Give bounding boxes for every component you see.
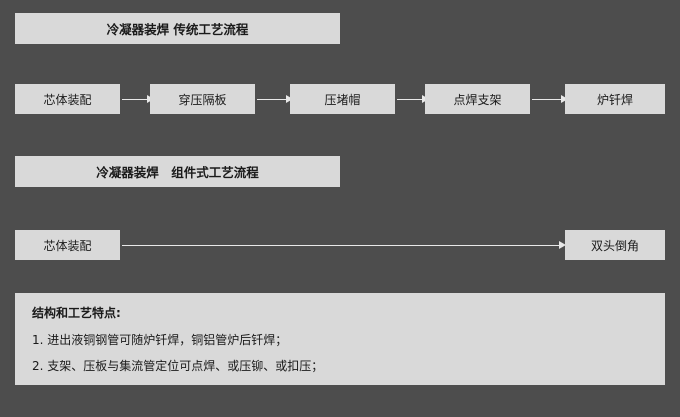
modular-flow-title: 冷凝器装焊 组件式工艺流程 [15,156,340,187]
modular-flow-step-core-assembly: 芯体装配 [15,230,120,260]
notes-line-2: 2. 支架、压板与集流管定位可点焊、或压铆、或扣压； [32,359,324,373]
modular-flow-step-double-end-chamfer: 双头倒角 [565,230,665,260]
traditional-flow-step-spot-weld-bracket: 点焊支架 [425,84,530,114]
arrow-right-icon [397,95,429,103]
traditional-flow-step-furnace-brazing: 炉钎焊 [565,84,665,114]
notes-line-1: 1. 进出液铜钢管可随炉钎焊，铜铝管炉后钎焊； [32,332,288,347]
arrow-right-icon [122,241,566,249]
arrow-right-icon [122,95,154,103]
traditional-flow-step-press-partition: 穿压隔板 [150,84,255,114]
traditional-flow-step-core-assembly: 芯体装配 [15,84,120,114]
traditional-flow-step-press-cap: 压堵帽 [290,84,395,114]
arrow-right-icon [257,95,293,103]
notes-panel: 结构和工艺特点: 1. 进出液铜钢管可随炉钎焊，铜铝管炉后钎焊； 2. 支架、压… [15,293,665,385]
traditional-flow-title: 冷凝器装焊 传统工艺流程 [15,13,340,44]
notes-heading: 结构和工艺特点: [32,306,121,320]
arrow-right-icon [532,95,568,103]
